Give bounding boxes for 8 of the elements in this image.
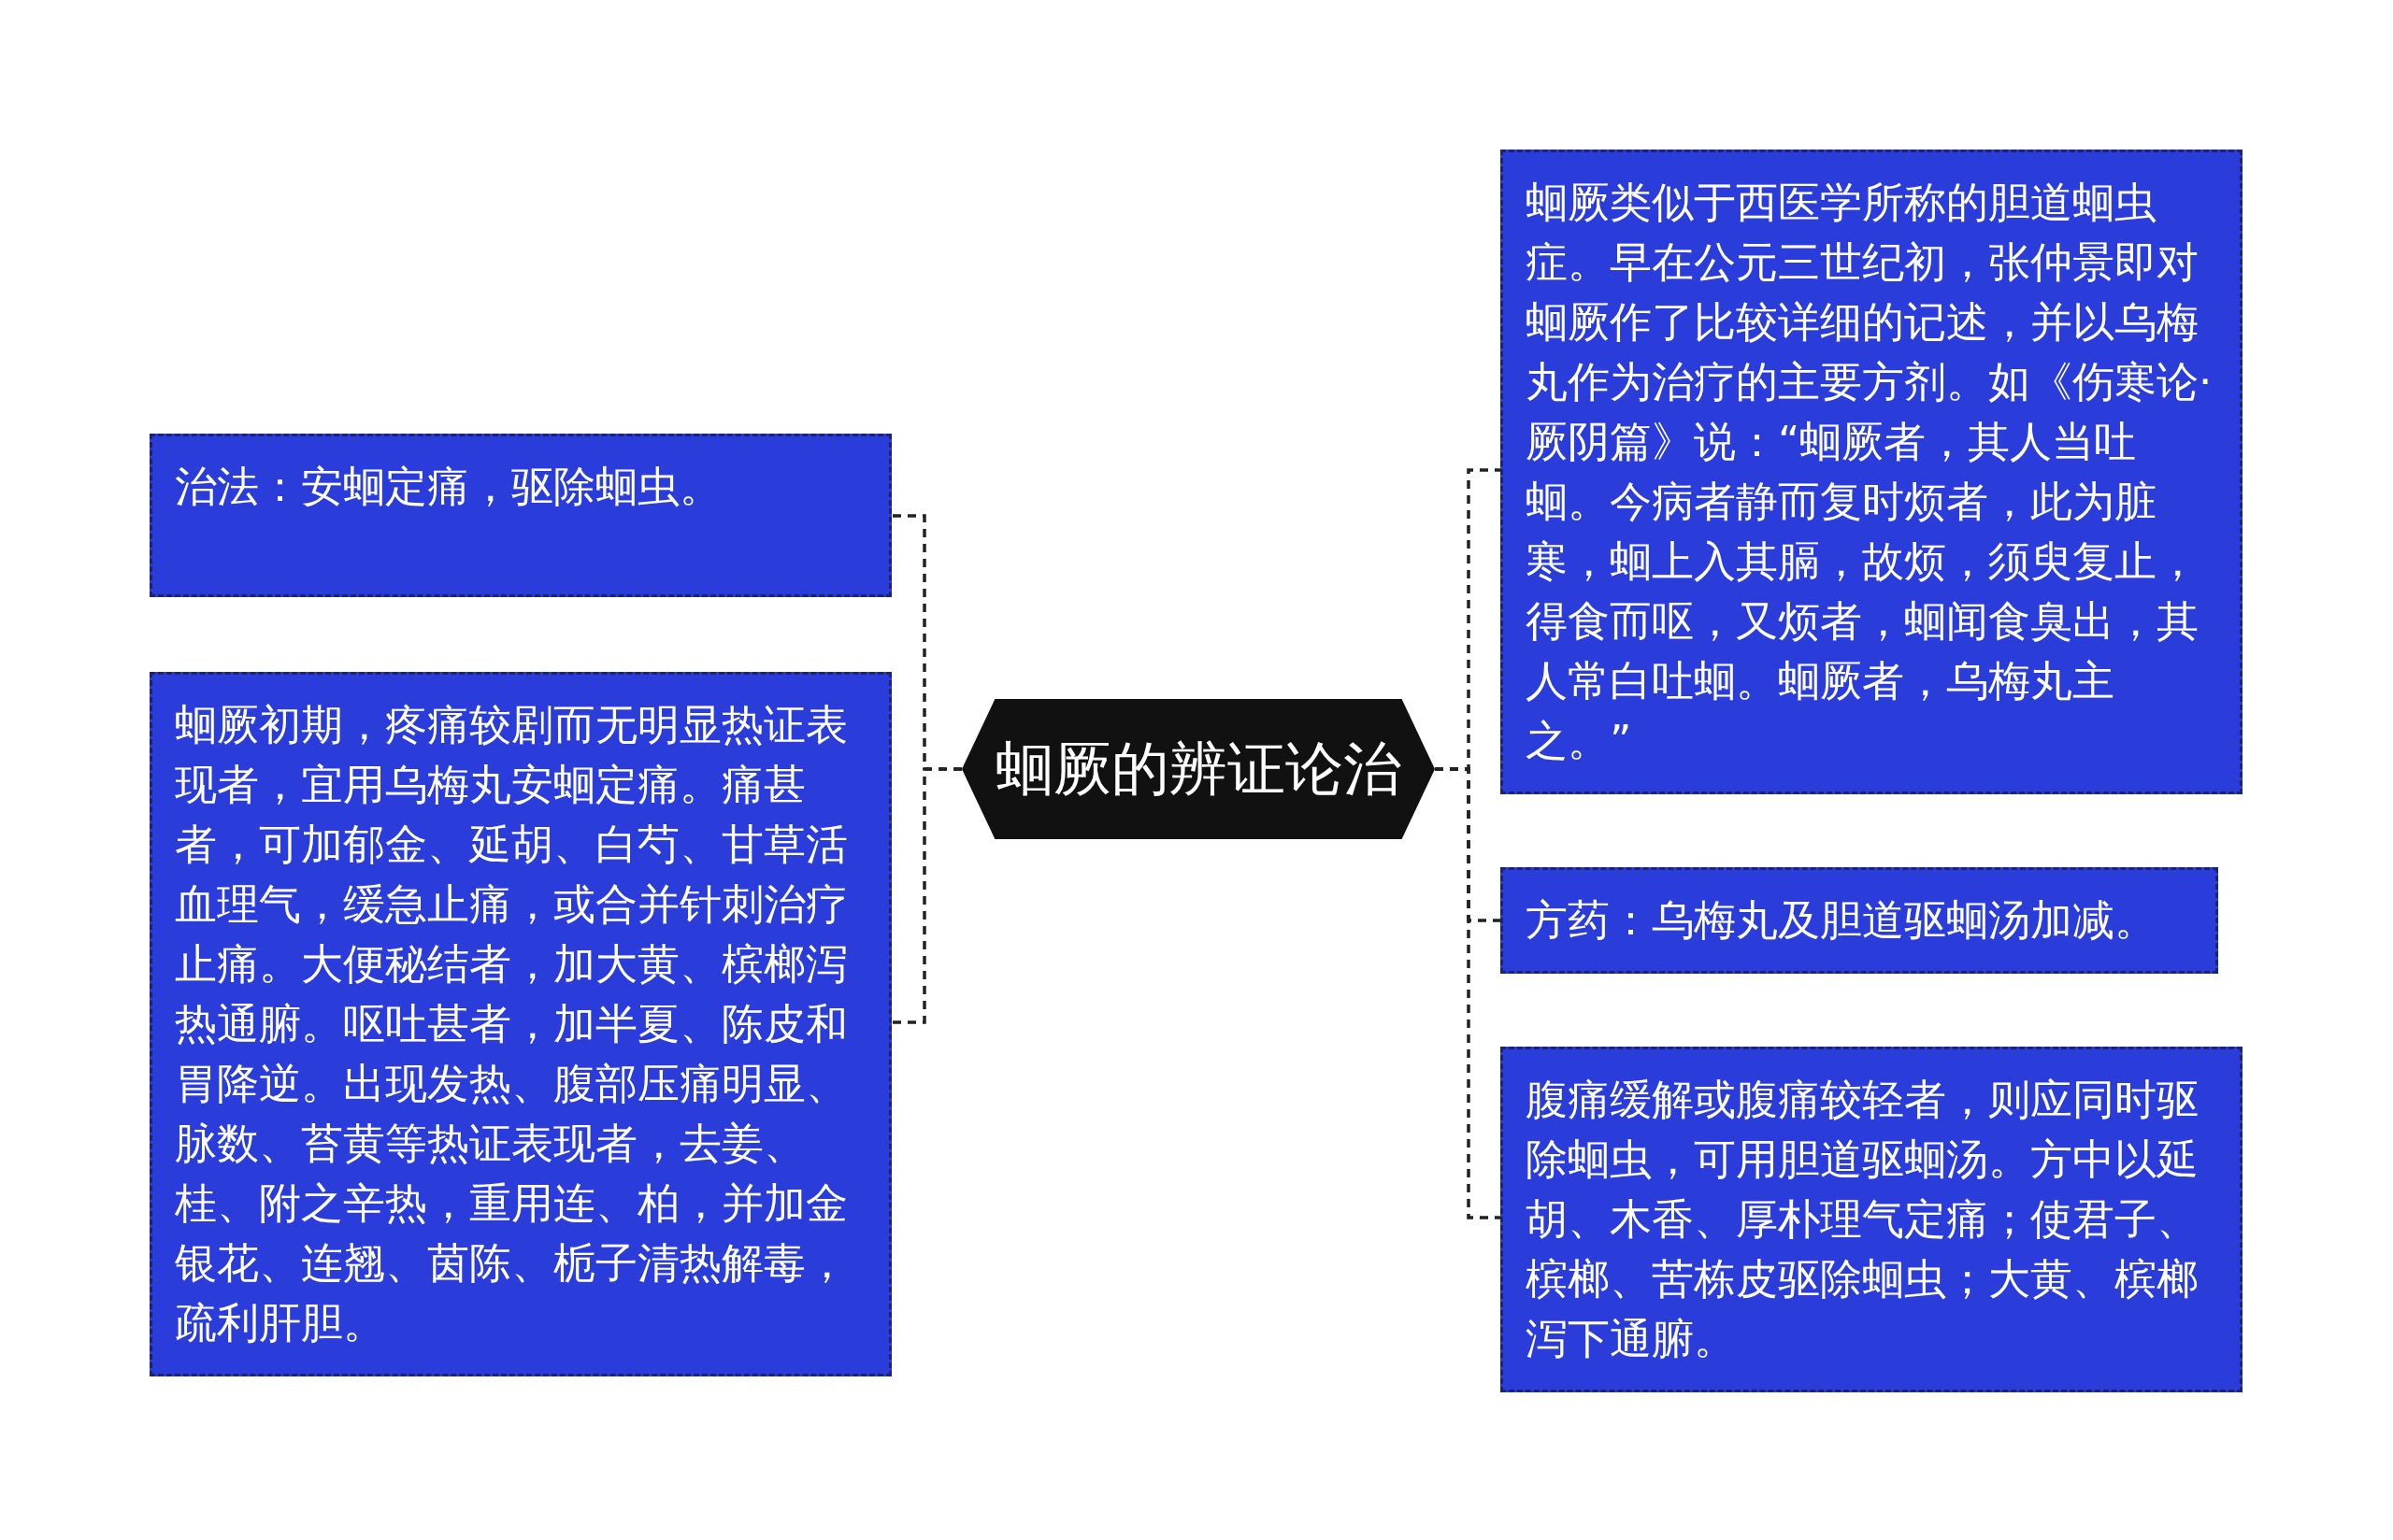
topic-hexagon: 蛔厥的辨证论治 xyxy=(962,699,1435,839)
text-box: 方药：乌梅丸及胆道驱蛔汤加减。 xyxy=(1500,867,2218,974)
connector xyxy=(892,767,962,1024)
text-box: 治法：安蛔定痛，驱除蛔虫。 xyxy=(150,434,892,597)
text-box: 蛔厥类似于西医学所称的胆道蛔虫症。早在公元三世纪初，张仲景即对蛔厥作了比较详细的记述，并以乌梅丸作为治疗的主要方剂。如《伤寒论·厥阴篇》说：“蛔厥者，其人当吐蛔。今病者静而复时烦者，此为脏寒，蛔上入其膈，故烦，须臾复止，得食而呕，又烦者，蛔闻食臭出，其人常白吐蛔。蛔厥者，乌梅丸主之。” xyxy=(1500,150,2243,794)
text-box: 蛔厥初期，疼痛较剧而无明显热证表现者，宜用乌梅丸安蛔定痛。痛甚者，可加郁金、延胡、白芍、甘草活血理气，缓急止痛，或合并针刺治疗止痛。大便秘结者，加大黄、槟榔泻热通腑。呕吐甚者，加半夏、陈皮和胃降逆。出现发热、腹部压痛明显、脉数、苔黄等热证表现者，去姜、桂、附之辛热，重用连、柏，并加金银花、连翘、茵陈、栀子清热解毒，疏利肝胆。 xyxy=(150,672,892,1376)
connector xyxy=(1435,767,1500,1219)
text-box: 腹痛缓解或腹痛较轻者，则应同时驱除蛔虫，可用胆道驱蛔汤。方中以延胡、木香、厚朴理气定痛；使君子、槟榔、苦栋皮驱除蛔虫；大黄、槟榔泻下通腑。 xyxy=(1500,1047,2243,1392)
